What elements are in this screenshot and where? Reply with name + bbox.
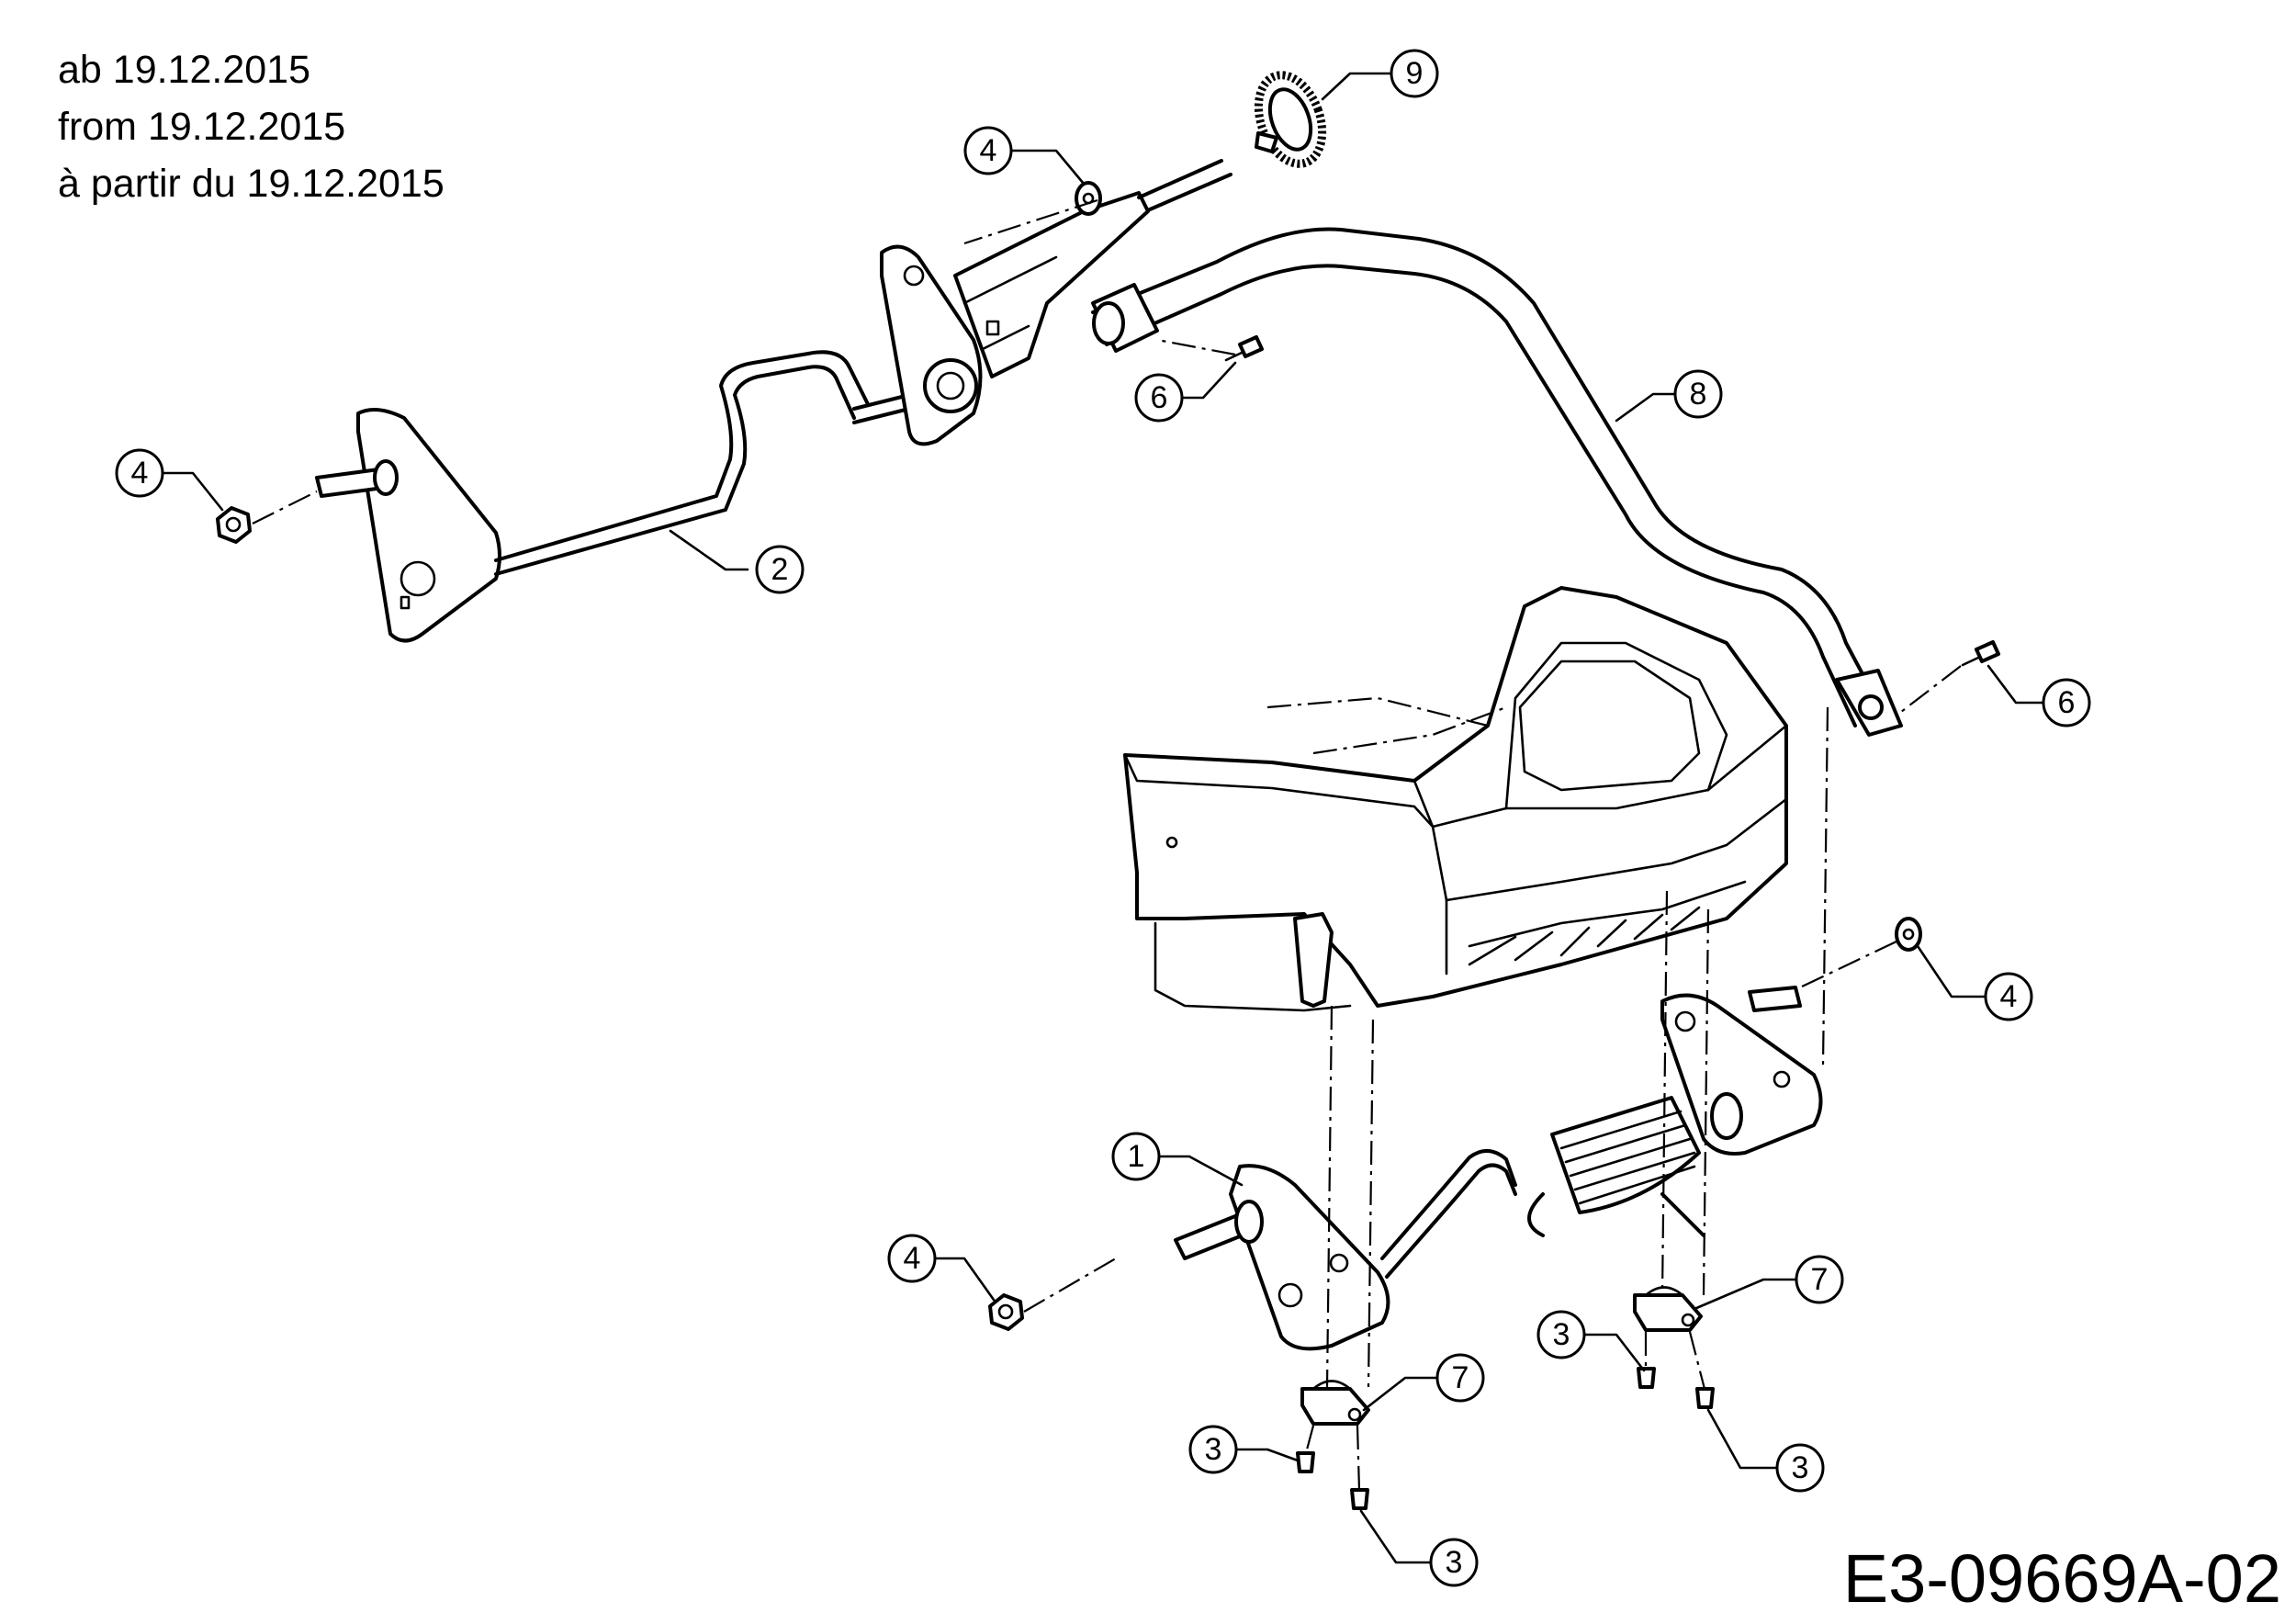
handle-tube xyxy=(1091,227,1903,737)
svg-text:3: 3 xyxy=(1205,1432,1222,1467)
svg-text:7: 7 xyxy=(1452,1360,1469,1395)
svg-text:1: 1 xyxy=(1128,1139,1145,1174)
date-note-en: from 19.12.2015 xyxy=(58,105,346,149)
callout-7-right: 7 xyxy=(1795,1255,1844,1304)
svg-text:4: 4 xyxy=(131,456,149,491)
adjust-knob xyxy=(1254,71,1327,168)
callout-3-mid: 3 xyxy=(1536,1310,1586,1359)
upper-height-adjust-lever xyxy=(315,159,1232,643)
callout-4-top: 4 xyxy=(963,126,1013,175)
callout-2: 2 xyxy=(755,545,805,594)
mower-deck xyxy=(1123,586,1788,1012)
document-id: E3-09669A-02 xyxy=(1842,1540,2281,1617)
lower-height-adjust-lever xyxy=(1174,986,1823,1351)
svg-text:6: 6 xyxy=(2058,685,2076,720)
callout-4-bottom: 4 xyxy=(887,1234,937,1283)
svg-text:4: 4 xyxy=(980,133,997,168)
callout-4-right: 4 xyxy=(1984,972,2033,1021)
svg-text:8: 8 xyxy=(1690,377,1707,412)
callout-1: 1 xyxy=(1111,1132,1161,1181)
callout-8: 8 xyxy=(1673,369,1723,419)
date-note-fr: à partir du 19.12.2015 xyxy=(58,162,445,206)
svg-text:3: 3 xyxy=(1446,1545,1463,1580)
callouts: 9 4 4 2 6 8 6 4 1 4 7 3 7 3 3 3 xyxy=(115,49,2091,1587)
date-note-de: ab 19.12.2015 xyxy=(58,48,310,92)
svg-text:6: 6 xyxy=(1151,380,1168,415)
callout-4-left: 4 xyxy=(115,448,164,498)
callout-6-top: 6 xyxy=(1134,373,1184,423)
callout-3-right: 3 xyxy=(1775,1443,1825,1493)
clip-parts xyxy=(1300,1286,1703,1426)
svg-text:3: 3 xyxy=(1792,1450,1809,1485)
fasteners xyxy=(216,181,2000,1510)
svg-text:7: 7 xyxy=(1811,1262,1829,1297)
callout-7-left: 7 xyxy=(1435,1353,1485,1403)
callout-leaders xyxy=(161,72,2045,1564)
assembly-center-lines xyxy=(252,198,1962,1491)
svg-text:9: 9 xyxy=(1406,56,1424,91)
svg-text:3: 3 xyxy=(1553,1317,1570,1352)
callout-6-right: 6 xyxy=(2042,678,2091,727)
svg-text:2: 2 xyxy=(771,552,789,587)
svg-text:4: 4 xyxy=(2000,979,2018,1014)
svg-text:4: 4 xyxy=(904,1241,921,1276)
callout-3-left: 3 xyxy=(1188,1425,1238,1474)
callout-9: 9 xyxy=(1390,49,1439,98)
callout-3-bottom: 3 xyxy=(1429,1538,1479,1587)
